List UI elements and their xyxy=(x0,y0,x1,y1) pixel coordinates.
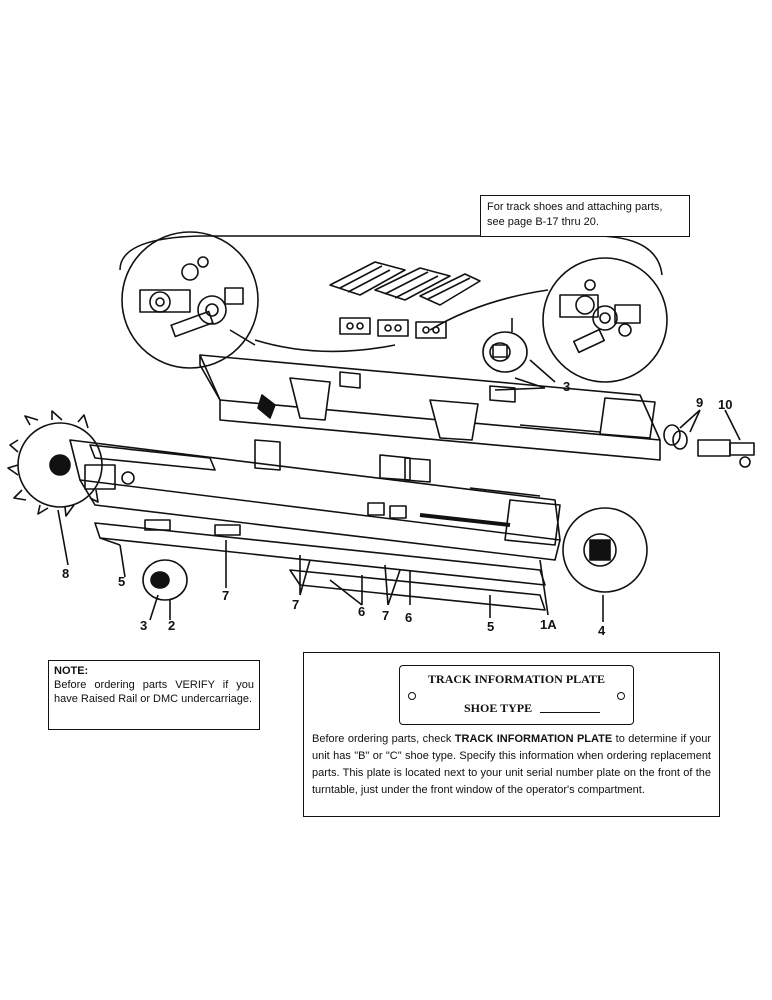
leader-line xyxy=(539,559,549,616)
upper-track-frame xyxy=(199,354,661,461)
leader-line xyxy=(494,377,546,391)
recoil-adjuster xyxy=(663,424,755,468)
info-text-after: to determine if your unit has "B" or "C"… xyxy=(312,733,711,796)
track-info-box: TRACK INFORMATION PLATE SHOE TYPE Before… xyxy=(303,652,720,817)
callout-1a: 1A xyxy=(540,617,557,632)
plate-hole-right-icon xyxy=(617,692,625,700)
plate-blank-line xyxy=(540,712,600,713)
lower-track-frame xyxy=(69,439,561,561)
leader-line xyxy=(254,339,396,353)
plate-shoe-type-label: SHOE TYPE xyxy=(464,701,533,715)
plate-hole-left-icon xyxy=(408,692,416,700)
leader-line xyxy=(329,575,363,606)
detail-circle-left xyxy=(121,231,259,369)
callout-6-center: 6 xyxy=(358,604,366,619)
reference-line-2: see page B-17 thru 20. xyxy=(487,216,599,228)
callout-3-upper: 3 xyxy=(563,379,571,394)
note-box: NOTE: Before ordering parts VERIFY if yo… xyxy=(48,660,260,730)
idler-wheel xyxy=(562,507,648,593)
leader-line xyxy=(149,594,159,621)
detail-circle-right xyxy=(542,257,668,383)
leader-line xyxy=(679,409,701,433)
carrier-roller-top xyxy=(482,318,556,383)
callout-3-lower: 3 xyxy=(140,618,148,633)
drive-sprocket xyxy=(7,410,135,517)
reference-box: For track shoes and attaching parts, see… xyxy=(480,195,690,237)
callout-10: 10 xyxy=(718,397,733,412)
rail-guard-left xyxy=(94,519,546,586)
callout-2: 2 xyxy=(168,618,176,633)
callout-7-right: 7 xyxy=(382,608,390,623)
note-title: NOTE: xyxy=(54,665,89,677)
reference-line-1: For track shoes and attaching parts, xyxy=(487,201,663,213)
rail-guard-right xyxy=(289,569,546,611)
plate-title: TRACK INFORMATION PLATE xyxy=(428,672,605,686)
leader-line xyxy=(119,544,126,578)
info-text-bold: TRACK INFORMATION PLATE xyxy=(454,733,613,745)
info-text-before: Before ordering parts, check xyxy=(312,733,455,745)
callout-8: 8 xyxy=(62,566,70,581)
leader-line xyxy=(57,509,69,566)
callout-5-left: 5 xyxy=(118,574,126,589)
note-body: Before ordering parts VERIFY if you have… xyxy=(54,679,254,705)
callout-4: 4 xyxy=(598,623,606,638)
callout-7-center: 7 xyxy=(292,597,300,612)
info-text: Before ordering parts, check TRACK INFOR… xyxy=(312,731,711,799)
track-roller xyxy=(142,559,188,601)
callout-7-left: 7 xyxy=(222,588,230,603)
leader-line xyxy=(299,555,311,596)
track-shoe-parts xyxy=(329,261,481,339)
callout-9: 9 xyxy=(696,395,704,410)
leader-line xyxy=(724,409,741,441)
leader-line xyxy=(384,564,401,606)
leader-line xyxy=(429,289,549,331)
callout-5-right: 5 xyxy=(487,619,495,634)
track-information-plate: TRACK INFORMATION PLATE SHOE TYPE xyxy=(399,665,634,725)
callout-6-right: 6 xyxy=(405,610,413,625)
bracket-arc xyxy=(119,235,663,276)
